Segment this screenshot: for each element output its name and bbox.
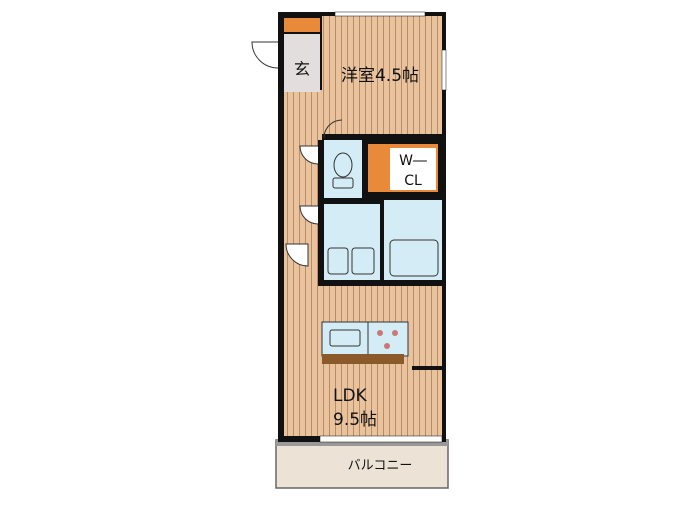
window-right bbox=[441, 49, 447, 91]
window-top bbox=[334, 11, 426, 17]
entrance: 玄 bbox=[284, 18, 320, 92]
closet-label-line1: W― bbox=[399, 153, 427, 169]
washbasin bbox=[327, 247, 349, 275]
stove bbox=[367, 321, 409, 357]
washing-machine-pan bbox=[351, 247, 375, 275]
entrance-label: 玄 bbox=[294, 60, 310, 79]
walk-in-closet: W― CL bbox=[364, 140, 442, 196]
wall-western-bottom bbox=[322, 134, 442, 140]
western-room-floor bbox=[322, 16, 442, 134]
toilet-tank bbox=[332, 177, 354, 189]
wall-bath-left bbox=[380, 204, 384, 280]
closet-label-line2: CL bbox=[404, 173, 422, 189]
toilet-room bbox=[324, 140, 362, 198]
door-ldk bbox=[285, 243, 309, 267]
burner bbox=[392, 330, 398, 336]
bathtub bbox=[389, 239, 439, 277]
burner bbox=[377, 330, 383, 336]
wall-wet-left bbox=[318, 140, 324, 280]
burner bbox=[384, 343, 390, 349]
wall-ldk-right-step bbox=[412, 366, 444, 370]
door-toilet bbox=[299, 145, 319, 165]
balcony: バルコニー bbox=[275, 439, 449, 489]
balcony-window bbox=[319, 435, 443, 443]
door-western-room bbox=[323, 119, 343, 139]
wall-toilet-bottom bbox=[324, 198, 364, 204]
western-room-label: 洋室4.5帖 bbox=[341, 66, 419, 86]
entrance-door bbox=[251, 41, 279, 69]
kitchen bbox=[321, 321, 409, 364]
ldk-label-line2: 9.5帖 bbox=[333, 410, 377, 430]
kitchen-sink bbox=[329, 329, 361, 347]
door-washroom bbox=[299, 205, 319, 225]
kitchen-counter bbox=[322, 354, 404, 364]
toilet-bowl bbox=[333, 152, 353, 178]
washroom bbox=[324, 204, 380, 280]
wall-ldk-top bbox=[318, 280, 442, 286]
ldk-label-line1: LDK bbox=[333, 386, 368, 406]
balcony-label: バルコニー bbox=[348, 459, 413, 474]
bathroom bbox=[384, 200, 442, 280]
